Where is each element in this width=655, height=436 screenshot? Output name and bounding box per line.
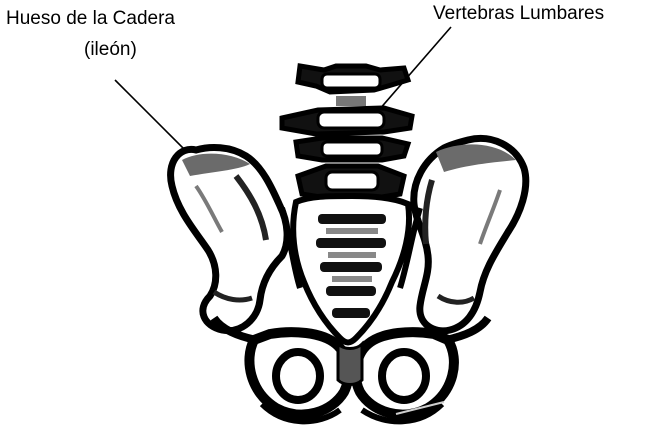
left-obturator-foramen: [276, 352, 320, 400]
right-obturator-foramen: [382, 352, 426, 400]
right-hip-bone: [414, 138, 526, 330]
pubic-region: [249, 332, 453, 421]
left-hip-bone: [171, 148, 288, 331]
lumbar-vertebrae: [282, 66, 412, 198]
sacrum: [282, 196, 420, 343]
